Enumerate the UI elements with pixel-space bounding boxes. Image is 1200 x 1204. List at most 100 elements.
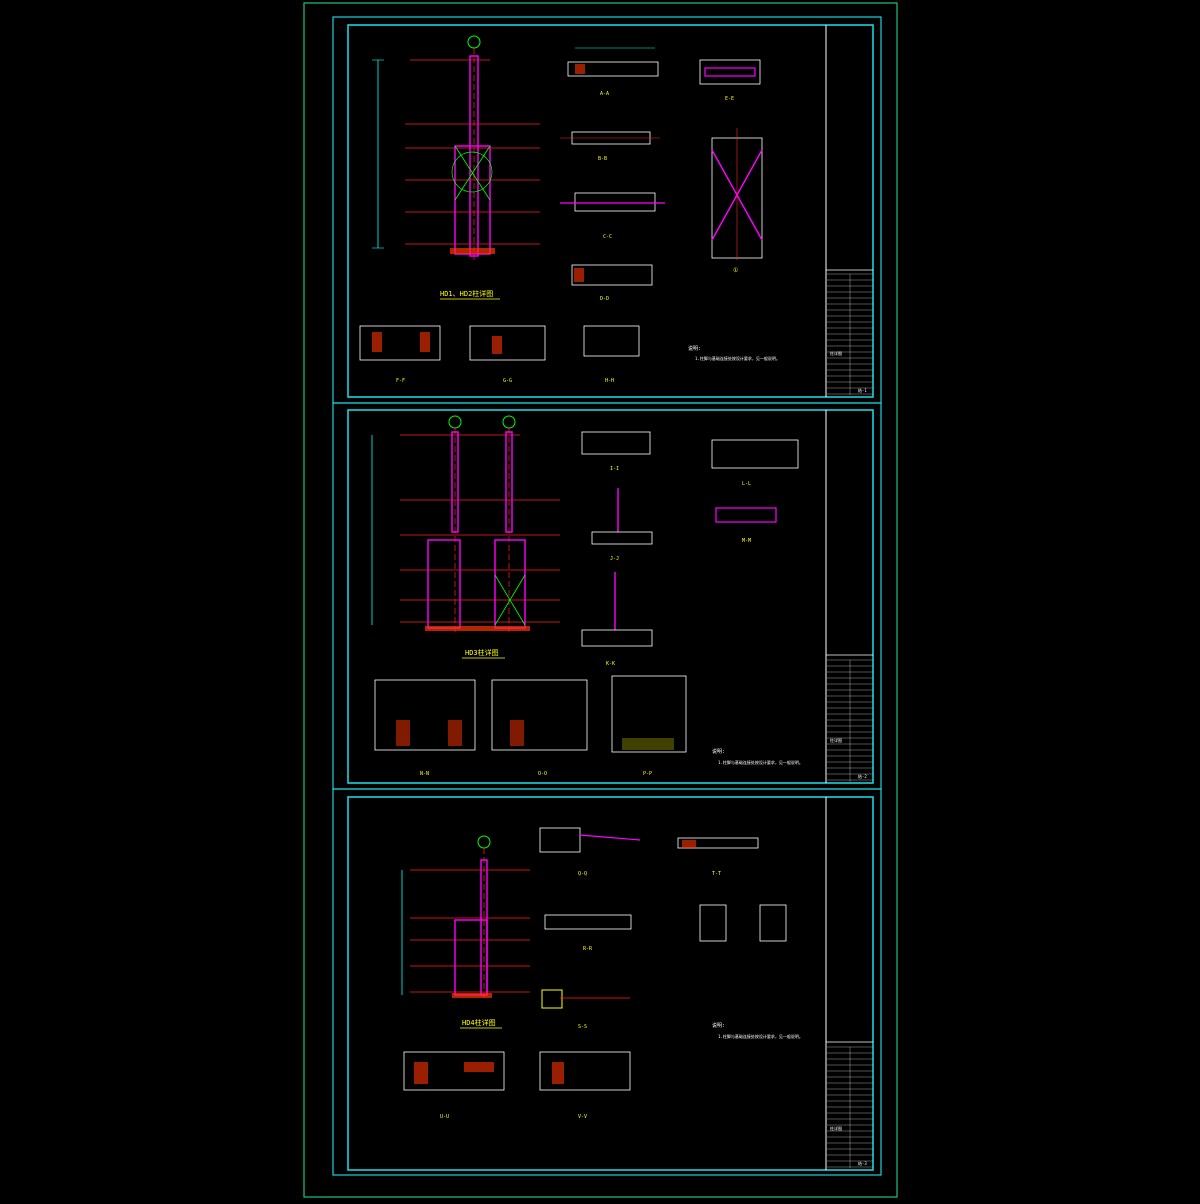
column-shaft [451,431,459,533]
sheet-border [332,788,882,1176]
column-elevation: HD4柱详图 [401,835,530,1029]
section-outline [539,827,581,853]
detail-label: ① [733,267,738,274]
section-outline [581,629,653,647]
section-label: N-N [420,771,429,777]
section-label: C-C [603,234,612,240]
section-B: B-B [560,131,660,162]
detail-plate [372,332,382,352]
section-label: P-P [643,771,652,777]
detail-plate [510,720,524,746]
detail-plate [552,1062,564,1084]
detail-plate [420,332,430,352]
section-outline [541,989,563,1009]
section-outline [581,431,651,455]
section-outline [403,1051,505,1091]
drawing-number: 结-3 [858,1160,867,1166]
notes-line: 1.柱脚与基础连接处按设计要求，见一般说明。 [718,1033,803,1039]
detail-plate [682,840,696,848]
section-outline [699,59,761,85]
title-block-caption: 柱详图 [830,1125,842,1131]
detail-plate [575,64,585,74]
detail-outline [759,904,787,942]
section-label: V-V [578,1114,587,1120]
base-plate [452,993,492,998]
elevation-title: HD4柱详图 [462,1018,496,1027]
section-label: G-G [503,378,512,384]
section-label: S-S [578,1024,587,1030]
elevation-title: HD3柱详图 [465,648,499,657]
notes-line: 1.柱脚与基础连接处按设计要求，见一般说明。 [718,759,803,765]
section-outline [469,325,546,361]
detail-plate [396,720,410,746]
column-elevation: HD1、HD2柱详图 [372,35,540,300]
section-outline [359,325,441,361]
section-outline [574,192,656,212]
section-label: E-E [725,96,734,102]
section-label: Q-Q [578,871,587,877]
section-label: R-R [583,946,593,952]
section-outline [544,914,632,930]
section-label: F-F [396,378,405,384]
bottom-sections: F-F G-G H-H [359,325,640,384]
title-block-caption: 柱详图 [830,350,842,356]
sheet-3: 柱详图 结-3 HD4柱详图 Q-Q [332,788,882,1176]
member-outline [715,507,777,523]
section-outline [567,61,659,77]
detail-plate [414,1062,428,1084]
section-label: U-U [440,1114,449,1120]
section-outline [711,439,799,469]
base-plate [450,248,495,254]
section-outline [677,837,759,849]
sections-right: I-I J-J K-K L-L M-M [581,431,799,667]
base-plate [425,626,530,631]
column-shaft [469,55,479,257]
drawing-number: 结-1 [858,387,867,393]
section-label: J-J [610,556,619,562]
section-label: H-H [605,378,614,384]
detail-plate [492,336,502,354]
outer-frame [303,2,898,1198]
detail-plate [574,268,584,282]
detail-outline [699,904,727,942]
section-outline [374,679,476,751]
section-label: M-M [742,538,751,544]
member-line [579,834,641,841]
sheet-inner-border [347,796,874,1171]
section-outline [571,264,653,286]
title-block-rows [827,659,873,782]
title-block-rows [827,1046,873,1168]
section-label: D-D [600,296,609,302]
section-outline [539,1051,631,1091]
member-outline [704,67,756,77]
section-C: C-C [560,192,665,240]
notes-title: 说明: [712,1022,725,1029]
bottom-sections: U-U V-V [403,1051,631,1120]
notes-line: 1.柱脚与基础连接处按设计要求，见一般说明。 [695,355,780,361]
section-label: O-O [538,771,547,777]
section-E: E-E [699,59,761,102]
bottom-sections: N-N O-O P-P [374,675,687,777]
section-D: D-D [571,264,653,302]
notes-title: 说明: [712,748,725,755]
section-outline [491,679,588,751]
section-label: L-L [742,481,751,487]
detail-plate [448,720,462,746]
elevation-title: HD1、HD2柱详图 [440,289,493,298]
column-shaft [505,431,513,533]
section-label: K-K [606,661,615,667]
notes-title: 说明: [688,345,701,352]
section-label: A-A [600,91,609,97]
brace-circle [451,151,493,193]
section-outline [583,325,640,357]
column-elevation: HD3柱详图 [371,415,560,659]
sheet-2: 柱详图 结-2 HD3柱详图 [332,402,882,790]
sheet-inner-border [347,409,874,784]
section-label: T-T [712,871,721,877]
section-outline [591,531,653,545]
section-label: I-I [610,466,619,472]
sheet-1: 柱详图 结-1 HD1、HD2柱详图 [332,16,882,404]
detail-plate [464,1062,494,1072]
